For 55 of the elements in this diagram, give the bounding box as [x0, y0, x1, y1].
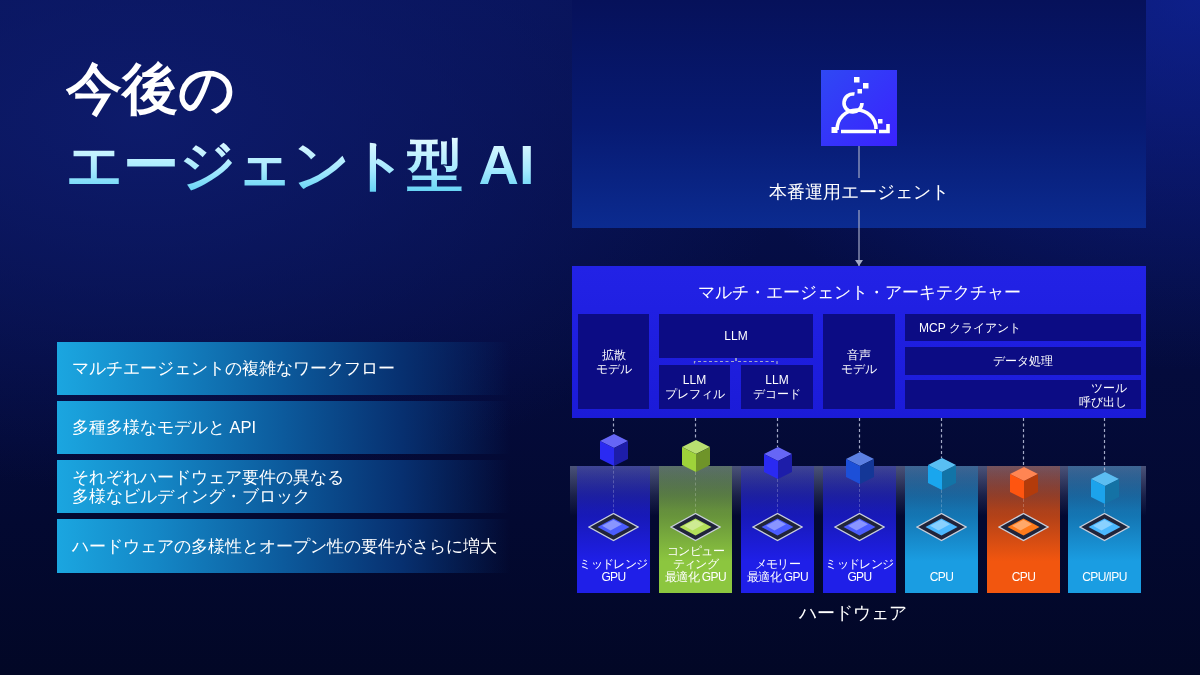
hardware-label: メモリー最適化 GPU	[745, 558, 810, 584]
module-box	[578, 314, 649, 409]
architecture-panel	[572, 266, 1146, 418]
module-label: LLM	[724, 329, 748, 343]
hardware-label: コンピューティング最適化 GPU	[663, 545, 728, 584]
hardware-label: CPU	[1011, 571, 1036, 584]
hardware-column	[987, 466, 1060, 593]
agent-panel	[572, 0, 1146, 228]
module-box	[741, 365, 813, 409]
module-box	[659, 314, 813, 358]
panel-title: マルチ・エージェント・アーキテクチャー	[697, 282, 1021, 304]
module-box	[823, 314, 895, 409]
module-box	[905, 314, 1141, 341]
banner-text: マルチエージェントの複雑なワークフロー	[72, 359, 395, 378]
cube-icon	[599, 434, 628, 466]
cube-icon	[1009, 467, 1038, 499]
module-label: LLM プレフィル	[663, 373, 726, 401]
module-label: データ処理	[993, 354, 1053, 368]
cube-icon	[763, 447, 792, 479]
dashed-line	[940, 417, 943, 459]
module-label: 音声モデル	[840, 347, 878, 376]
hardware-column	[659, 466, 732, 593]
hardware-column	[905, 466, 978, 593]
banner-text: それぞれハードウェア要件の異なる多様なビルディング・ブロック	[72, 467, 345, 506]
banner-text: 多種多様なモデルと API	[72, 418, 257, 437]
hardware-column	[1068, 466, 1141, 593]
hardware-column	[823, 466, 896, 593]
dashed-line	[858, 417, 861, 453]
dashed-line	[612, 417, 615, 435]
dashed-line	[1103, 417, 1106, 473]
module-box	[905, 347, 1141, 375]
module-label: 拡散モデル	[594, 347, 633, 376]
module-label: ツール呼び出し	[1078, 380, 1127, 409]
dashed-line	[1022, 417, 1025, 468]
cube-icon	[681, 440, 710, 472]
dashed-line	[694, 417, 697, 441]
hardware-column	[741, 466, 814, 593]
arrow	[855, 145, 863, 267]
banner-text: ハードウェアの多様性とオープン性の要件がさらに増大	[72, 536, 497, 556]
agent-icon	[821, 70, 897, 146]
section-label: ハードウェア	[799, 602, 907, 625]
dashed-line	[735, 357, 778, 366]
hardware-column	[577, 466, 650, 593]
cube-icon	[1090, 472, 1119, 504]
module-box	[659, 365, 730, 409]
module-box	[905, 380, 1141, 409]
cube-icon	[927, 458, 956, 490]
module-label: LLM デコード	[752, 373, 802, 401]
hardware-label: ミッドレンジ GPU	[824, 558, 895, 584]
hardware-label: CPU	[929, 571, 954, 584]
cube-icon	[845, 452, 874, 484]
hardware-label: CPU/IPU	[1082, 571, 1127, 584]
dashed-line	[776, 417, 779, 448]
hardware-label: ミッドレンジ GPU	[578, 558, 649, 584]
module-label: MCP クライアント	[919, 320, 1021, 335]
